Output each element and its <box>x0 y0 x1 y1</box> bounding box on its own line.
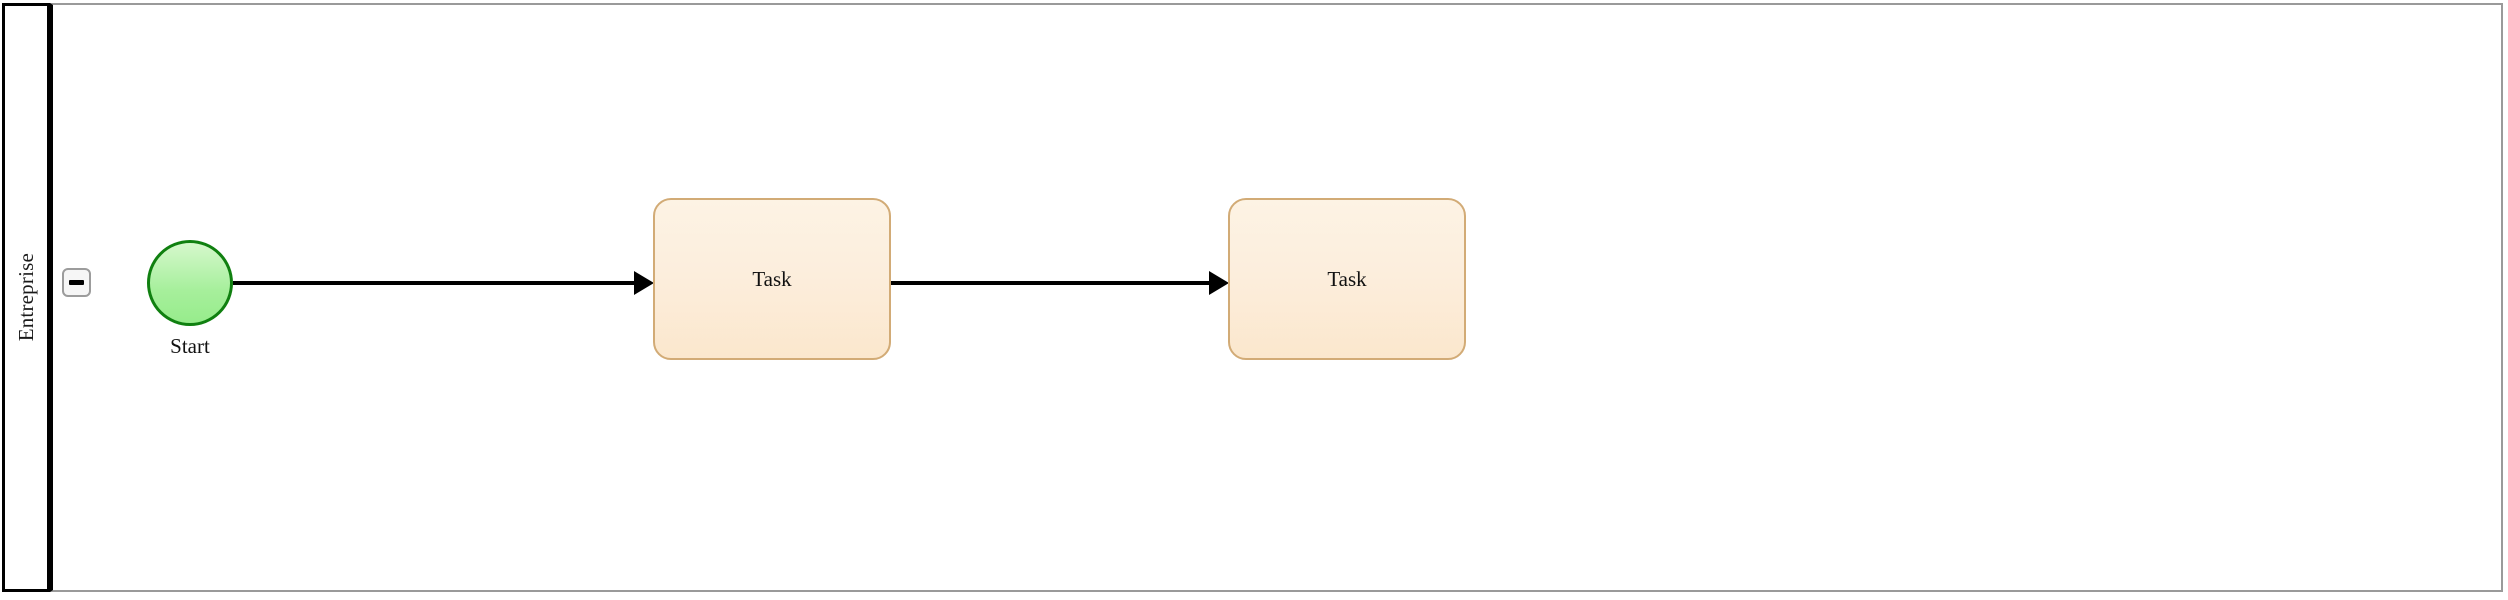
start-event-label: Start <box>170 334 210 358</box>
task-node-2-label: Task <box>1327 266 1367 291</box>
pool-collapse-button[interactable] <box>62 268 91 297</box>
start-event[interactable] <box>147 240 233 326</box>
pool-header[interactable]: Entreprise <box>2 3 50 592</box>
minus-icon <box>69 280 84 285</box>
sequence-flow-1[interactable] <box>233 281 637 285</box>
sequence-flow-2[interactable] <box>891 281 1212 285</box>
sequence-flow-2-arrowhead <box>1209 271 1229 295</box>
task-node-1[interactable]: Task <box>653 198 891 360</box>
sequence-flow-1-arrowhead <box>634 271 654 295</box>
task-node-1-label: Task <box>752 266 792 291</box>
task-node-2[interactable]: Task <box>1228 198 1466 360</box>
pool-label: Entreprise <box>13 253 38 342</box>
